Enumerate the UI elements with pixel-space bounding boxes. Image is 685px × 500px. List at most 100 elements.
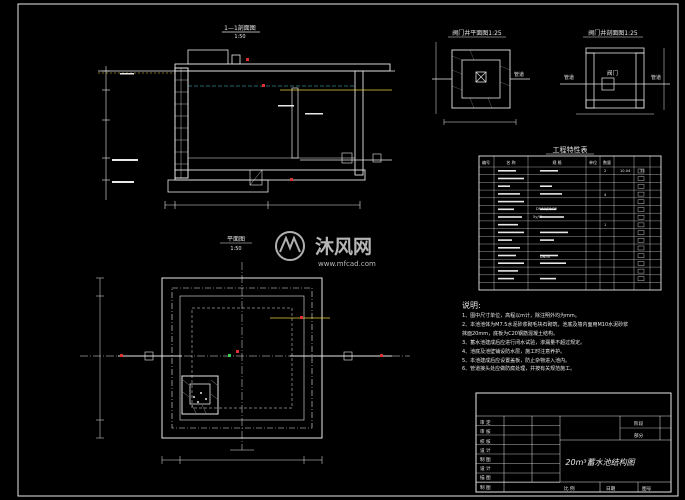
spec-entry-box: [637, 191, 645, 197]
section-1-1-title: 1—1剖面图: [224, 24, 256, 32]
tb-bottom-date: 日期: [606, 486, 616, 492]
tb-row-2: 审 核: [480, 428, 491, 435]
valve-section-pipe-left: 管道: [564, 74, 574, 81]
spec-entry-box: [637, 214, 645, 220]
note-item: 5、本池建成后应设置盖板，防止杂物进入池内。: [462, 357, 571, 364]
note-item: 1、图中尺寸单位，高程以m计，除注明外均为mm。: [462, 313, 580, 319]
plan-scale: 1:50: [230, 246, 241, 252]
spec-header-name: 名 称: [506, 159, 515, 165]
notes-heading: 说明:: [462, 301, 481, 310]
spec-table: 工程特性表 编号 名 称 规 格 单位 数量 DN50/DN25 5y/t5 D…: [478, 145, 662, 291]
tb-bottom-drawing-no: 图号: [642, 486, 652, 492]
spec-entry-box: [637, 261, 645, 266]
spec-table-rows: [479, 166, 661, 283]
drawing-frame: [17, 3, 679, 497]
note-item: 2、本池池体为M7.5水泥砂浆砌毛块石砌筑，池底及墙内面用M10水泥砂浆: [462, 321, 629, 328]
spec-entry-mark: [498, 239, 512, 241]
valve-label: 阀门: [607, 69, 618, 77]
spec-entry-box: [637, 199, 645, 205]
spec-entry-mark: [540, 216, 564, 218]
tb-row-5: 制 图: [480, 456, 491, 463]
spec-entry-mark: [540, 185, 552, 187]
spec-entry-mark: [540, 170, 558, 172]
spec-entry-box: [637, 184, 645, 189]
plan-view: 平面图 1:50: [80, 236, 410, 464]
spec-entry-mark: [498, 185, 510, 187]
spec-cell-5y-t5: 5y/t5: [533, 215, 542, 219]
spec-entry-mark: [498, 177, 524, 180]
spec-cell-10-04: 10.04: [620, 169, 631, 173]
tb-row-8: 制 图: [480, 484, 491, 491]
spec-entry-mark: [498, 170, 516, 172]
note-item: 抹面20mm，底板为C20钢筋混凝土结构。: [462, 330, 558, 337]
spec-entry-box: [637, 253, 645, 258]
spec-entry-mark: [498, 200, 524, 203]
spec-entry-mark: [498, 193, 520, 195]
spec-table-title: 工程特性表: [553, 145, 588, 154]
spec-entry-mark: [498, 247, 520, 249]
spec-entry-mark: [498, 208, 514, 211]
spec-entry-box: [637, 168, 645, 174]
spec-entry-mark: [498, 231, 524, 234]
watermark-logo-icon: [275, 231, 305, 261]
spec-entry-mark: [540, 231, 568, 234]
note-item: 4、池底及池壁铺设防水层，施工时注意养护。: [462, 348, 566, 355]
watermark: 沐风网 www.mfcad.com: [275, 231, 376, 268]
watermark-url: www.mfcad.com: [318, 260, 376, 268]
note-item: 3、蓄水池建成后应进行闭水试验，渗漏量不超过规定。: [462, 339, 586, 346]
spec-table-entries: [498, 168, 645, 281]
spec-header-no: 编号: [482, 159, 490, 165]
spec-cell-dn50: DN50: [540, 255, 551, 259]
tb-stage-label: 阶段: [634, 420, 644, 427]
spec-entry-box: [637, 176, 645, 181]
spec-entry-mark: [498, 223, 518, 226]
spec-entry-mark: [498, 262, 524, 264]
spec-entry-mark: [498, 216, 522, 218]
spec-entry-mark: [498, 254, 516, 257]
spec-cell-2: 2: [604, 169, 606, 173]
spec-entry-mark: [540, 254, 558, 257]
section-1-1-scale: 1:50: [234, 34, 245, 40]
spec-entry-mark: [540, 239, 554, 241]
section-1-1-view: 1—1剖面图 1:50: [98, 24, 395, 209]
spec-cell-35: 35: [640, 169, 645, 173]
title-block: 审 定 审 核 校 核 设 计 制 图 设 计 描 图 制 图 阶段 部分 比 …: [475, 392, 672, 493]
tb-row-6: 设 计: [480, 465, 491, 472]
tb-row-7: 描 图: [480, 474, 491, 481]
spec-entry-mark: [540, 277, 556, 280]
spec-entry-box: [637, 222, 645, 228]
spec-entry-box: [637, 245, 645, 251]
valve-well-plan-view: 阀门井平面图1:25 管道: [432, 29, 530, 125]
valve-well-plan-pipe-label: 管道: [514, 71, 524, 78]
spec-header-unit: 单位: [589, 159, 597, 165]
tb-row-1: 审 定: [480, 419, 491, 426]
design-notes: 说明: 1、图中尺寸单位，高程以m计，除注明外均为mm。 2、本池池体为M7.5…: [462, 301, 677, 374]
spec-cell-4: 4: [604, 193, 607, 197]
spec-entry-mark: [540, 193, 562, 195]
tb-row-3: 校 核: [480, 438, 491, 445]
spec-entry-box: [637, 276, 645, 281]
note-item: 6、管道接头处应做防腐处理，并按有关规范施工。: [462, 366, 576, 373]
spec-entry-mark: [498, 270, 518, 272]
plan-title: 平面图: [227, 236, 245, 243]
watermark-brand: 沐风网: [315, 236, 372, 258]
spec-entry-mark: [540, 208, 556, 211]
spec-entry-mark: [498, 277, 514, 280]
tb-row-4: 设 计: [480, 447, 491, 454]
spec-header-qty: 数量: [603, 159, 611, 165]
spec-cell-1: 1: [604, 223, 606, 227]
spec-table-headers: 编号 名 称 规 格 单位 数量: [482, 159, 611, 165]
spec-header-spec: 规 格: [552, 159, 561, 165]
valve-well-section-title: 阀门井剖面图1:25: [588, 29, 638, 37]
valve-well-section-view: 阀门井剖面图1:25 阀门 管道 管道: [560, 29, 670, 115]
tb-drawing-title: 20m³蓄水池结构图: [565, 458, 635, 467]
spec-entry-box: [637, 238, 645, 243]
valve-section-pipe-right: 管道: [651, 74, 661, 81]
tb-part-label: 部分: [634, 432, 644, 439]
spec-entry-box: [637, 268, 645, 274]
spec-entry-mark: [540, 262, 566, 264]
spec-entry-box: [637, 230, 645, 235]
valve-well-plan-title: 阀门井平面图1:25: [452, 29, 502, 37]
spec-entry-box: [637, 207, 645, 212]
